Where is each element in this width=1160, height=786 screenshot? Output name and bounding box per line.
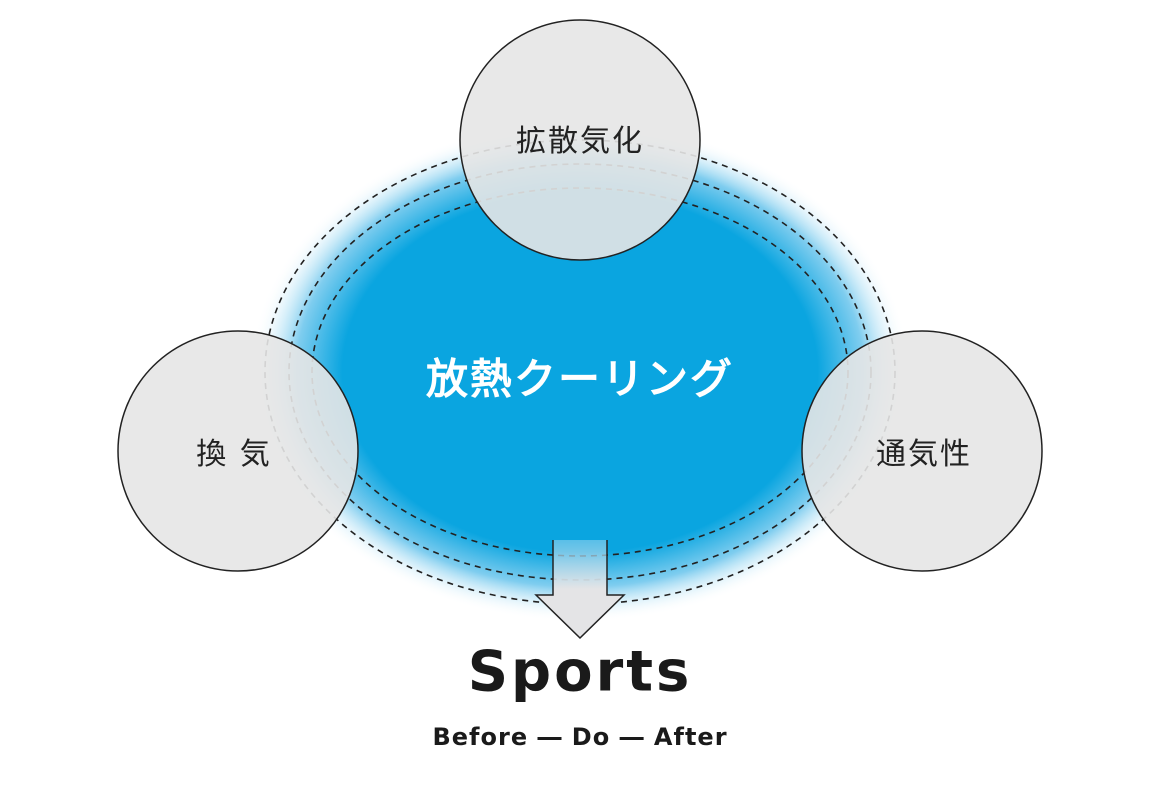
circle-breathability xyxy=(801,330,1043,572)
result-title: Sports xyxy=(467,639,693,705)
circle-label-diffusion: 拡散気化 xyxy=(516,124,644,159)
circle-ventilation xyxy=(117,330,359,572)
circle-label-ventilation: 換 気 xyxy=(196,437,272,472)
down-arrow-icon xyxy=(534,540,626,640)
cooling-glow xyxy=(250,122,910,622)
center-label: 放熱クーリング xyxy=(425,354,735,404)
circle-label-breathability: 通気性 xyxy=(876,437,972,472)
result-subtitle: Before ― Do ― After xyxy=(432,723,728,751)
circle-diffusion xyxy=(459,19,701,261)
